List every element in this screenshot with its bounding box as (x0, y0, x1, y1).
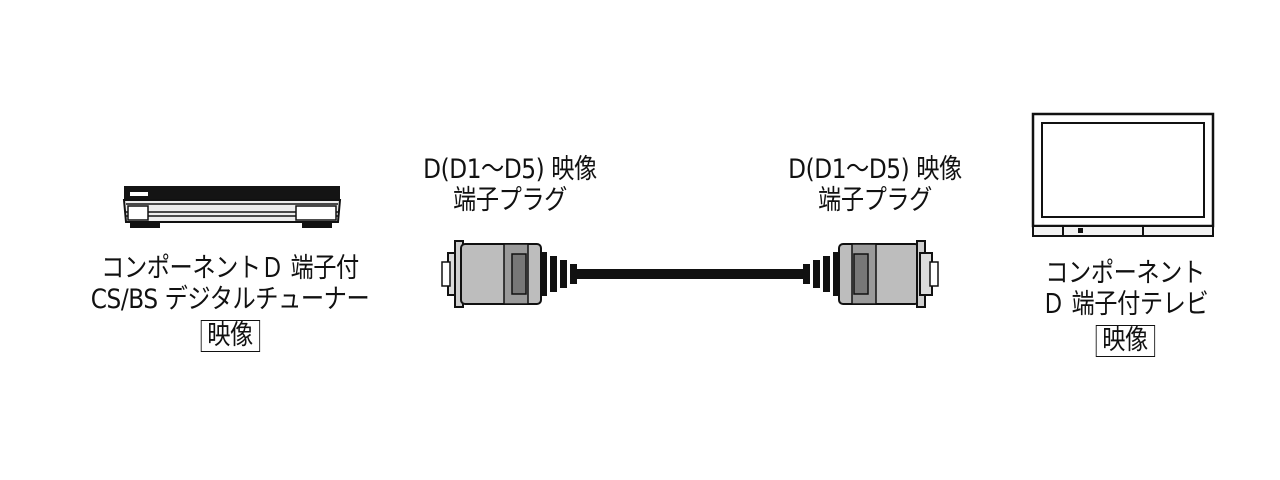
left-d-plug-icon (441, 240, 577, 308)
tuner-device-icon (122, 186, 342, 228)
cable-line (575, 269, 805, 279)
tv-label-line2: Ｄ 端子付テレビ (1041, 289, 1209, 320)
tuner-label-line1: コンポーネントＤ 端子付 (101, 253, 359, 284)
left-plug-label-line1: D(D1～D5) 映像 (423, 154, 597, 185)
right-plug-label-line1: D(D1～D5) 映像 (788, 154, 962, 185)
television-icon (1031, 112, 1215, 237)
right-plug-label: D(D1～D5) 映像 端子プラグ (763, 154, 987, 216)
tv-label: コンポーネント Ｄ 端子付テレビ 映像 (1026, 258, 1224, 357)
left-plug-label: D(D1～D5) 映像 端子プラグ (398, 154, 622, 216)
right-plug-label-line2: 端子プラグ (818, 185, 932, 216)
tuner-label: コンポーネントＤ 端子付 CS/BS デジタルチューナー 映像 (67, 253, 394, 352)
tv-signal-badge: 映像 (1095, 325, 1155, 357)
tv-label-line1: コンポーネント (1045, 258, 1205, 289)
tuner-signal-badge: 映像 (200, 320, 260, 352)
tuner-label-line2: CS/BS デジタルチューナー (90, 284, 370, 315)
right-d-plug-icon (803, 240, 939, 308)
left-plug-label-line2: 端子プラグ (453, 185, 567, 216)
